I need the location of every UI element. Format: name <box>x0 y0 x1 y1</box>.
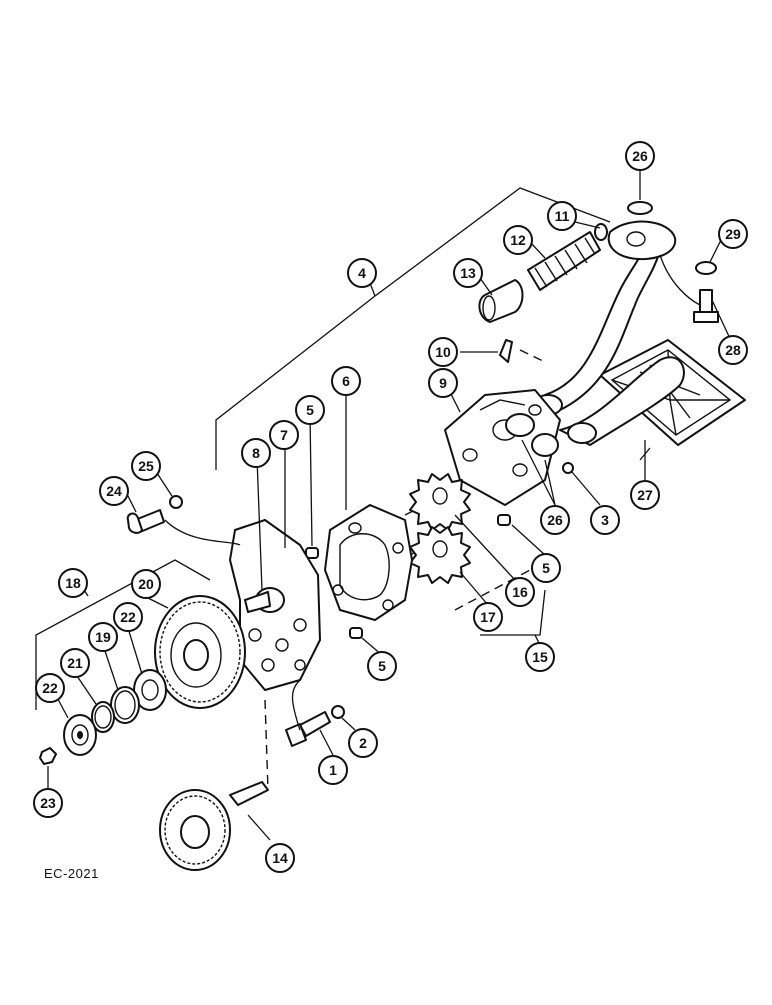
callout-15: 15 <box>525 642 555 672</box>
callout-25: 25 <box>131 451 161 481</box>
svg-text:21: 21 <box>67 655 83 671</box>
callout-29: 29 <box>718 219 748 249</box>
svg-text:15: 15 <box>532 649 548 665</box>
callout-3: 3 <box>590 505 620 535</box>
svg-text:5: 5 <box>306 402 314 418</box>
svg-text:8: 8 <box>252 445 260 461</box>
nut-3 <box>562 462 574 474</box>
callout-24: 24 <box>99 476 129 506</box>
svg-text:22: 22 <box>120 609 136 625</box>
drive-gear-14 <box>159 781 269 871</box>
nut-23 <box>39 747 57 765</box>
idler-gear-20 <box>154 595 246 709</box>
dowel-pins <box>305 514 511 639</box>
svg-text:19: 19 <box>95 629 111 645</box>
callout-22-top: 22 <box>113 602 143 632</box>
svg-text:7: 7 <box>280 427 288 443</box>
svg-text:26: 26 <box>632 148 648 164</box>
spacer-ring-19 <box>110 686 140 724</box>
svg-text:29: 29 <box>725 226 741 242</box>
leader-lines <box>47 170 734 841</box>
bolt-28 <box>693 289 719 323</box>
callout-5-top: 5 <box>295 395 325 425</box>
svg-text:5: 5 <box>378 658 386 674</box>
cap-screw-24 <box>126 509 165 534</box>
pump-body <box>324 504 413 621</box>
mounting-plate <box>229 519 321 691</box>
svg-text:26: 26 <box>547 512 563 528</box>
svg-text:20: 20 <box>138 576 154 592</box>
callout-14: 14 <box>265 843 295 873</box>
callout-17: 17 <box>473 602 503 632</box>
relief-plunger <box>478 279 524 323</box>
svg-text:2: 2 <box>359 735 367 751</box>
svg-text:4: 4 <box>358 265 366 281</box>
callout-19: 19 <box>88 622 118 652</box>
shim-washer-11 <box>594 223 608 241</box>
svg-text:16: 16 <box>512 584 528 600</box>
o-rings-26 <box>505 201 653 457</box>
bearing-22b <box>63 714 97 756</box>
drive-gear-16 <box>409 473 471 531</box>
callout-2: 2 <box>348 728 378 758</box>
svg-text:25: 25 <box>138 458 154 474</box>
svg-text:1: 1 <box>329 762 337 778</box>
callout-23: 23 <box>33 788 63 818</box>
figure-code: EC-2021 <box>44 866 99 881</box>
callout-20: 20 <box>131 569 161 599</box>
svg-text:9: 9 <box>439 375 447 391</box>
callout-10: 10 <box>428 337 458 367</box>
svg-text:22: 22 <box>42 680 58 696</box>
callout-11: 11 <box>547 201 577 231</box>
svg-text:24: 24 <box>106 483 122 499</box>
callout-5-right: 5 <box>531 553 561 583</box>
callout-16: 16 <box>505 577 535 607</box>
callout-22-bottom: 22 <box>35 673 65 703</box>
svg-text:23: 23 <box>40 795 56 811</box>
callout-4: 4 <box>347 258 377 288</box>
callout-28: 28 <box>718 335 748 365</box>
shim-ring-21 <box>91 701 115 733</box>
callout-7: 7 <box>269 420 299 450</box>
driven-gear-17 <box>409 526 471 584</box>
callout-5-bottom: 5 <box>367 651 397 681</box>
washer-29 <box>695 261 717 275</box>
callout-9: 9 <box>428 368 458 398</box>
lock-washer-25 <box>169 495 183 509</box>
callout-26-lower: 26 <box>540 505 570 535</box>
callout-6: 6 <box>331 366 361 396</box>
split-pin-10 <box>499 339 513 363</box>
svg-text:13: 13 <box>460 265 476 281</box>
svg-text:28: 28 <box>725 342 741 358</box>
relief-spring <box>527 231 601 291</box>
callout-13: 13 <box>453 258 483 288</box>
callout-27: 27 <box>630 480 660 510</box>
svg-text:11: 11 <box>555 208 570 224</box>
svg-text:10: 10 <box>435 344 451 360</box>
svg-text:12: 12 <box>510 232 526 248</box>
callout-26-top: 26 <box>625 141 655 171</box>
callout-8: 8 <box>241 438 271 468</box>
svg-text:17: 17 <box>480 609 496 625</box>
svg-text:14: 14 <box>272 850 288 866</box>
svg-text:18: 18 <box>65 575 81 591</box>
hex-bolt-1 <box>285 711 331 747</box>
svg-text:5: 5 <box>542 560 550 576</box>
svg-text:3: 3 <box>601 512 609 528</box>
svg-text:6: 6 <box>342 373 350 389</box>
callout-1: 1 <box>318 755 348 785</box>
lock-washer-2 <box>331 705 345 719</box>
callout-21: 21 <box>60 648 90 678</box>
svg-text:27: 27 <box>637 487 653 503</box>
callout-12: 12 <box>503 225 533 255</box>
callout-18: 18 <box>58 568 88 598</box>
